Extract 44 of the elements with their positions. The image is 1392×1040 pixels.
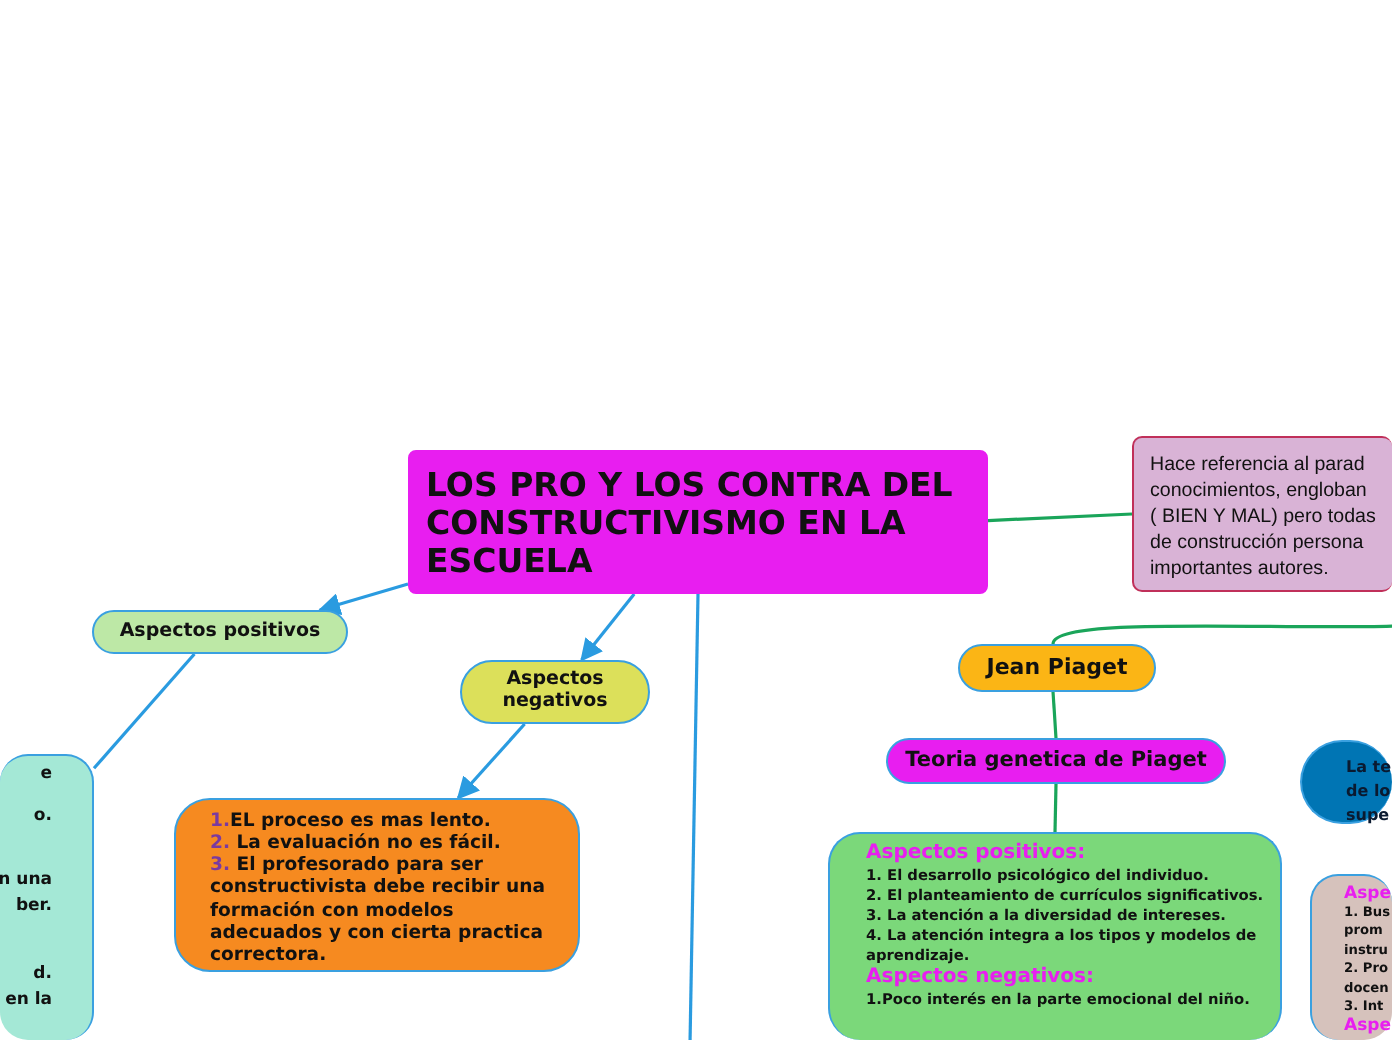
- node-text: conocimientos, engloban: [1150, 478, 1369, 504]
- arrow: [580, 593, 636, 662]
- section-heading: Aspectos negativos:: [866, 966, 1096, 990]
- node-text: Jean Piaget: [983, 654, 1130, 681]
- topic-box: [1300, 740, 1392, 824]
- section-heading: Aspectos positivos:: [866, 842, 1088, 866]
- node-text: en la: [5, 990, 52, 1011]
- node-text: Aspectos negativos: [500, 668, 610, 714]
- topic-box: [828, 832, 1282, 1040]
- topic-box: [958, 644, 1156, 692]
- connector-line: [688, 593, 700, 1040]
- topic-box: [408, 450, 988, 594]
- topic-box: [460, 660, 650, 724]
- node-text: 1.EL proceso es mas lento.: [210, 810, 493, 833]
- section-heading: Aspe: [1344, 884, 1392, 904]
- connector-line: [1053, 783, 1058, 833]
- node-text: 2. La evaluación no es fácil.: [210, 832, 503, 855]
- arrow: [317, 582, 409, 615]
- topic-box: [886, 738, 1226, 784]
- node-text: Aspectos positivos: [117, 620, 323, 643]
- node-text: ber.: [15, 896, 52, 917]
- node-text: de lo: [1346, 780, 1392, 804]
- node-text: LOS PRO Y LOS CONTRA DEL CONSTRUCTIVISMO EN LA ESCUELA: [426, 466, 955, 580]
- node-text: Hace referencia al parad: [1150, 452, 1367, 478]
- topic-box: [1132, 436, 1392, 592]
- connector-line: [92, 652, 196, 770]
- connector-line: [1051, 624, 1392, 645]
- arrow: [456, 722, 526, 800]
- node-text: n una: [0, 870, 52, 891]
- node-text: de construcción persona: [1150, 530, 1366, 556]
- connector-line: [987, 512, 1133, 523]
- topic-box: [174, 798, 580, 972]
- topic-box: [0, 754, 94, 1040]
- node-text: e: [40, 764, 52, 785]
- topic-box: [92, 610, 348, 654]
- node-text: ( BIEN Y MAL) pero todas: [1150, 504, 1378, 530]
- section-heading: Aspe: [1344, 1016, 1392, 1037]
- node-text: 3. El profesorado para ser constructivista debe recibir una formación con modelos adecuados y con cierta practica correctora.: [210, 854, 547, 967]
- connector-line: [1051, 691, 1058, 739]
- node-text: Teoria genetica de Piaget: [903, 748, 1209, 774]
- node-text: importantes autores.: [1150, 556, 1331, 582]
- node-text: d.: [33, 964, 52, 985]
- topic-box: [1310, 874, 1392, 1040]
- node-text: o.: [33, 806, 52, 827]
